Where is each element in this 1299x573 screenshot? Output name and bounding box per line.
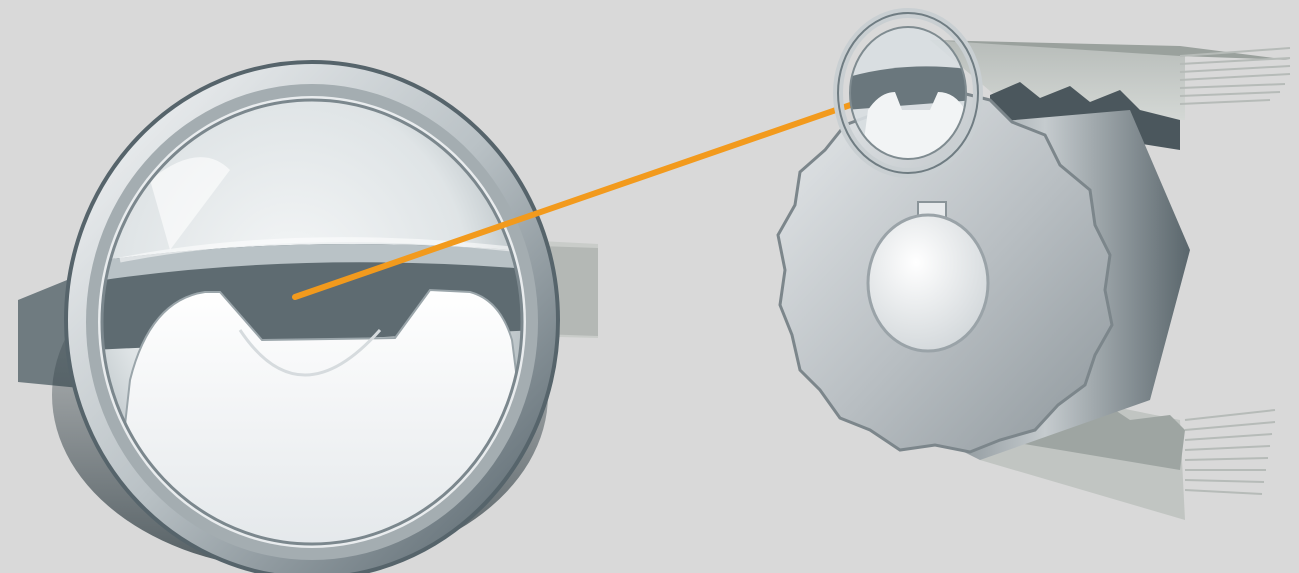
hub-bore [868,215,988,351]
toothed-pulley-assembly [778,13,1290,520]
magnifier-lens-small [838,13,980,173]
magnified-detail-view [18,62,598,573]
